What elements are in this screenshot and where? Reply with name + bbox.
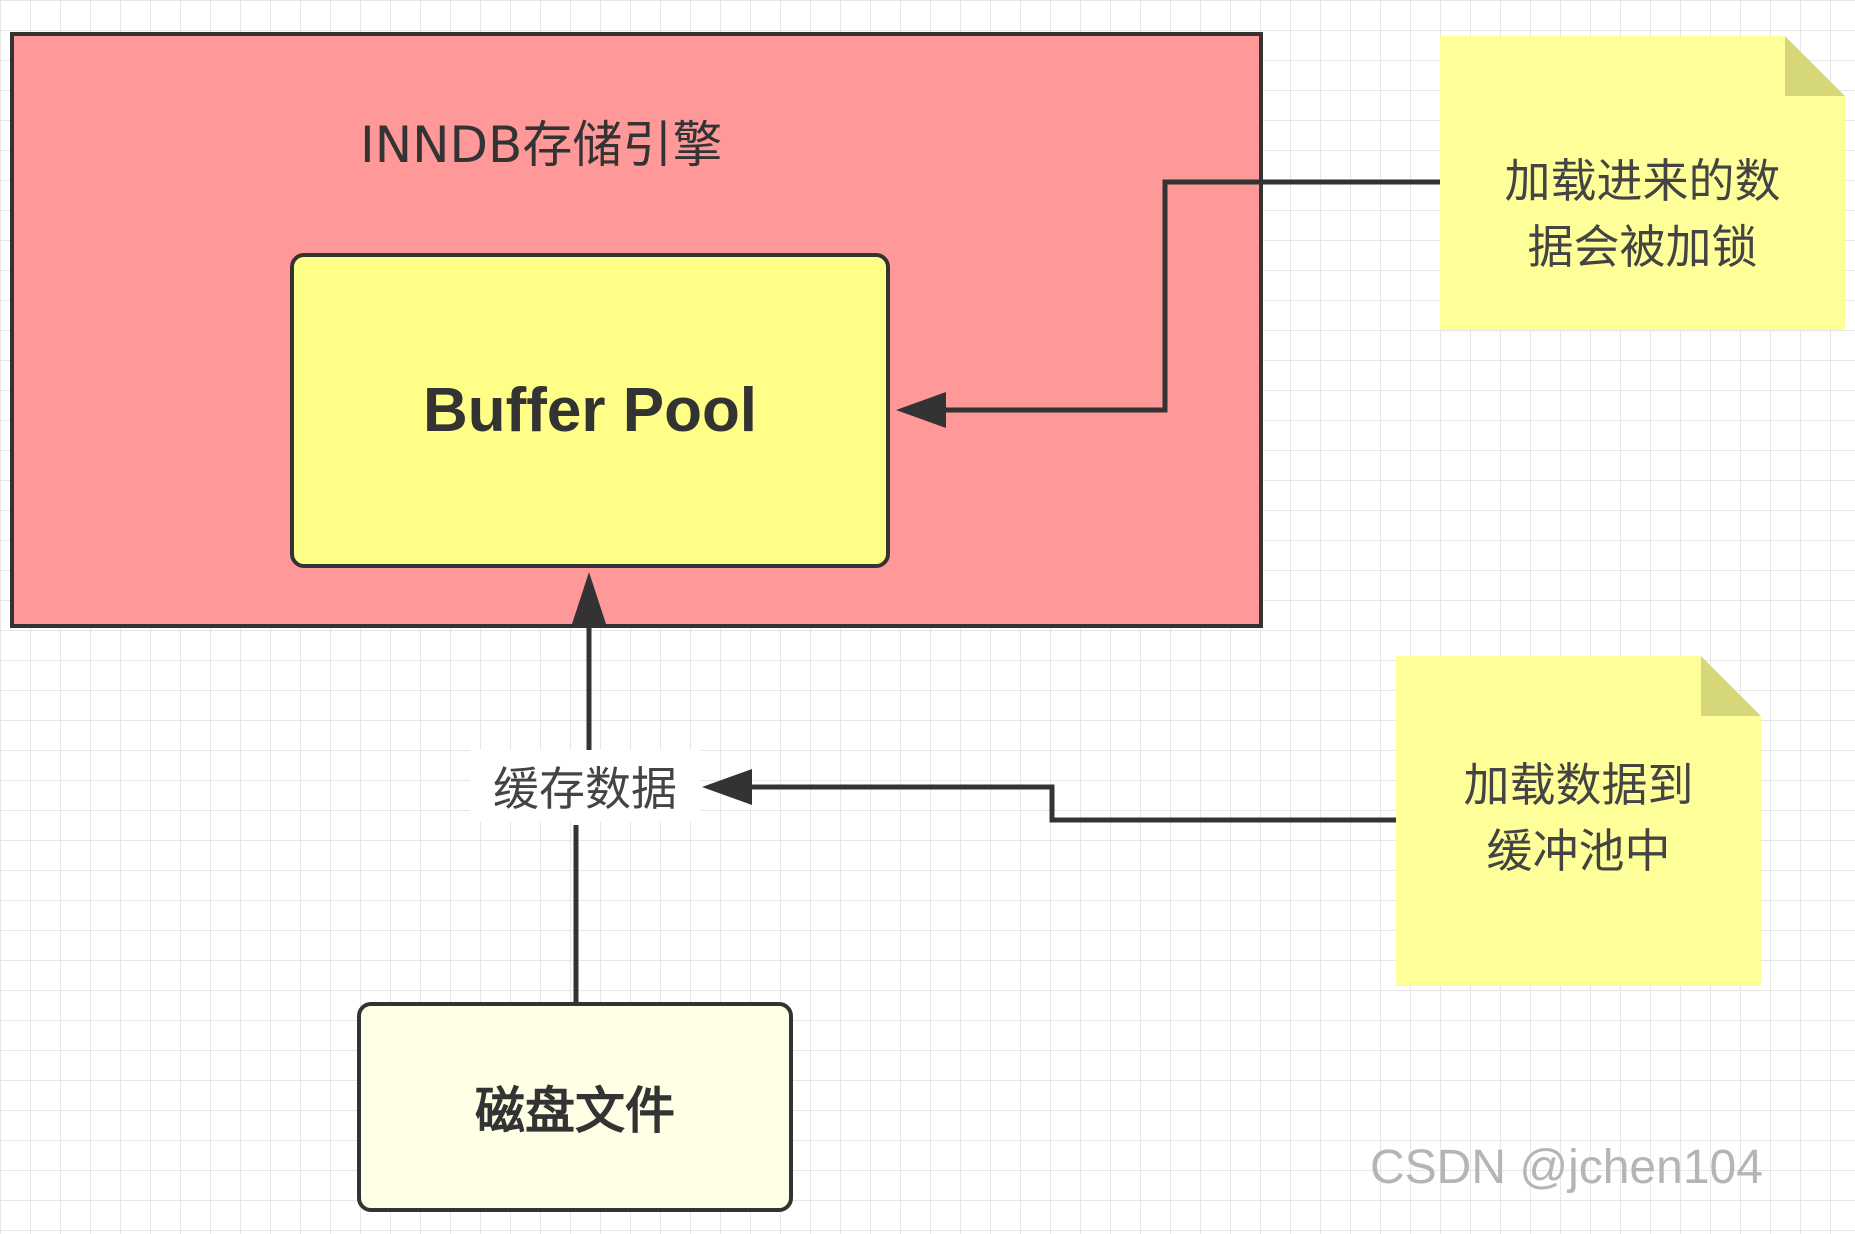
buffer-pool-label: Buffer Pool: [422, 376, 758, 445]
note-load-text: 加载数据到 缓冲池中: [1396, 752, 1761, 884]
note2-arrowhead: [702, 769, 752, 805]
note1-arrowhead: [896, 392, 946, 428]
note2-connector: [750, 784, 1396, 823]
note-lock-line-1: 加载进来的数: [1504, 154, 1781, 208]
note-load-line-1: 加载数据到: [1463, 758, 1694, 812]
note-lock-line-2: 据会被加锁: [1527, 220, 1758, 274]
note-lock: 加载进来的数 据会被加锁: [1440, 36, 1845, 330]
buffer-pool-box: Buffer Pool: [290, 253, 890, 568]
cache-data-label: 缓存数据: [470, 750, 700, 822]
buffer-arrowhead: [571, 572, 607, 627]
note-load: 加载数据到 缓冲池中: [1396, 656, 1761, 986]
watermark: CSDN @jchen104: [1370, 1141, 1763, 1194]
disk-file-label: 磁盘文件: [475, 1082, 675, 1140]
note-load-line-2: 缓冲池中: [1486, 824, 1671, 878]
note-lock-text: 加载进来的数 据会被加锁: [1440, 148, 1845, 280]
engine-title: INNDB存储引擎: [360, 116, 723, 174]
note1-connector: [945, 179, 1440, 413]
disk-file-box: 磁盘文件: [357, 1002, 793, 1212]
